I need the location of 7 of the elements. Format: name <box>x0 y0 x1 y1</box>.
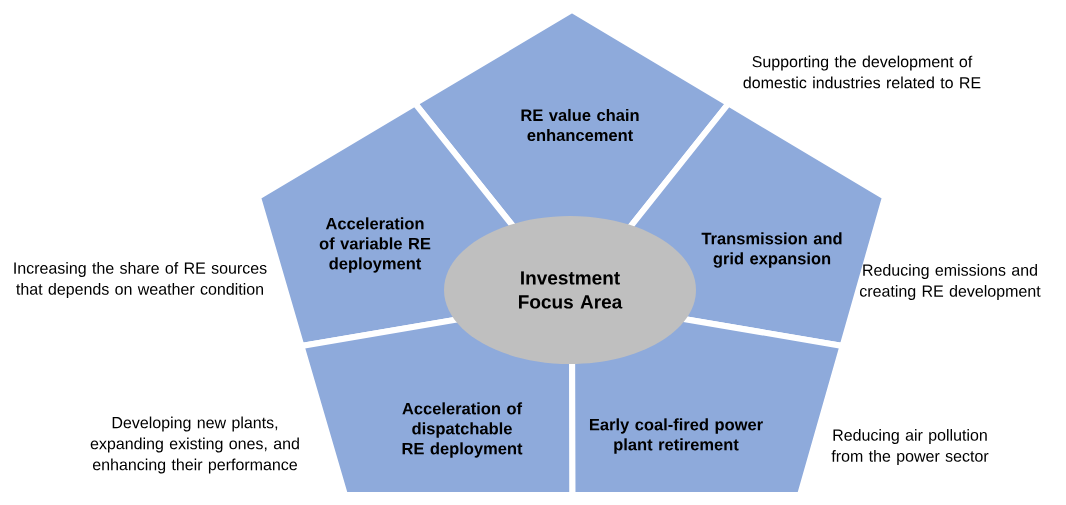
description-text: Reducing air pollution from the power sector <box>831 429 989 465</box>
description-text: Supporting the development of domestic industries related to RE <box>743 55 981 89</box>
description-text: Developing new plants, expanding existing ones, and enhancing their performance <box>90 416 299 474</box>
node-label: Early coal-fired power plant retirement <box>589 418 763 454</box>
description-text: Increasing the share of RE sources that depends on weather condition <box>14 262 267 298</box>
node-label: Acceleration of dispatchable RE deployment <box>402 402 523 458</box>
description-text: Reducing emissions and creating RE development <box>859 264 1041 300</box>
